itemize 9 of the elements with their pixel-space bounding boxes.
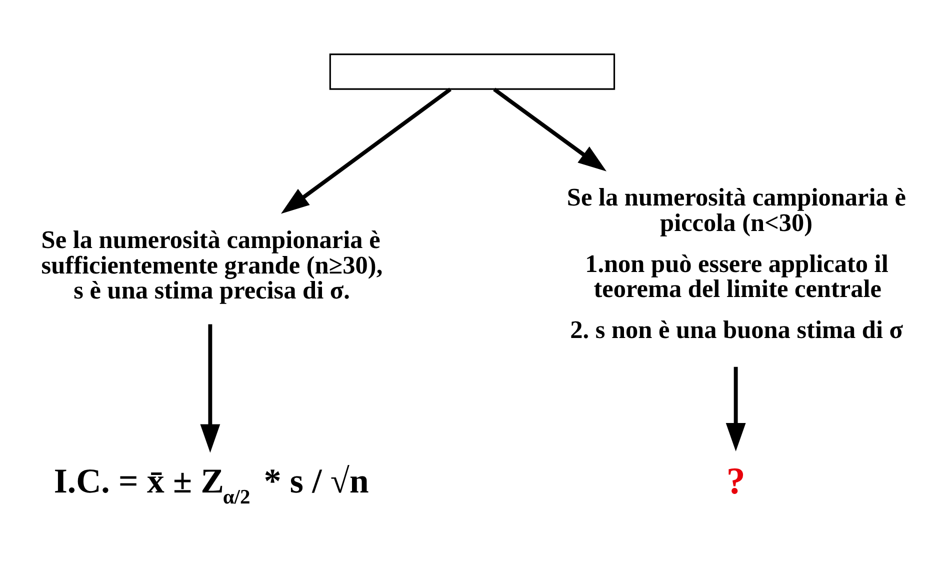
arrow xyxy=(493,88,607,172)
node-text: I.C. = x̄ ± Z$_{α/2}$ * s / √n xyxy=(54,461,369,508)
arrow xyxy=(726,366,746,452)
node-text: ? xyxy=(726,460,746,502)
arrow xyxy=(280,88,452,214)
node-text: Se la numerosità campionaria è piccola (n<30) 1.non può essere applicato il teorema del limite centrale 2. s non è una buona stima di σ xyxy=(566,184,906,344)
node-text: Se la numerosità campionaria è sufficientemente grande (n≥30), s è una stima precisa di σ. xyxy=(41,226,383,305)
node-box xyxy=(329,54,616,90)
arrow xyxy=(200,324,220,453)
